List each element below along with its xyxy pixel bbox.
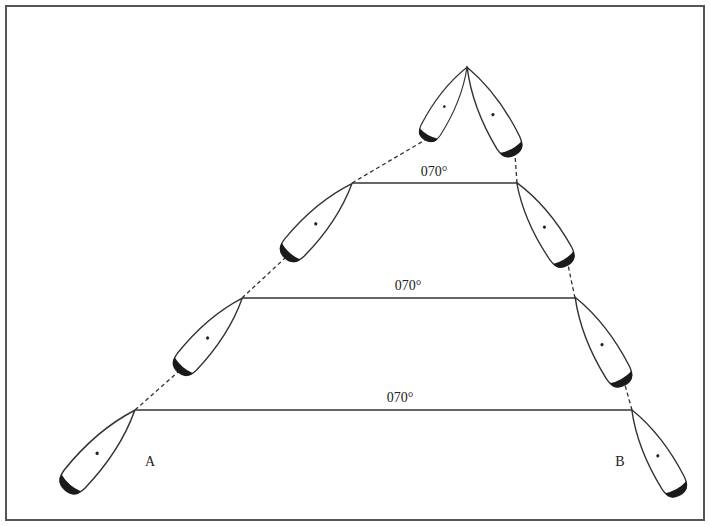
track-lines — [135, 140, 632, 410]
boat-label: B — [613, 454, 626, 470]
frame — [6, 6, 704, 520]
bearing-label: 070° — [393, 278, 424, 294]
bearing-label: 070° — [419, 164, 450, 180]
bearing-lines — [135, 183, 632, 410]
boat-label: A — [143, 454, 157, 470]
boat-b — [456, 61, 692, 502]
bearing-label: 070° — [385, 390, 416, 406]
boat-a — [54, 62, 476, 500]
